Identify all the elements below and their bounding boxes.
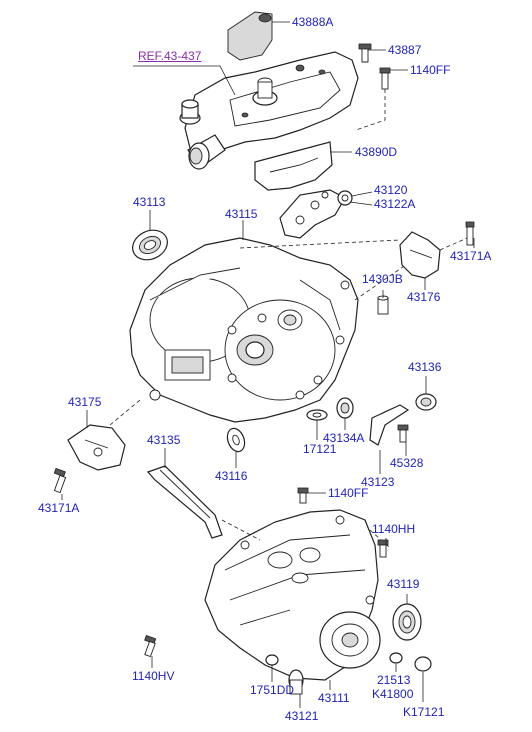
part-label-1751DD[interactable]: 1751DD xyxy=(250,683,295,697)
part-label-43120[interactable]: 43120 xyxy=(374,183,408,197)
part-label-43135[interactable]: 43135 xyxy=(147,433,181,447)
part-label-45328[interactable]: 45328 xyxy=(390,456,424,470)
part-label-43171A[interactable]: 43171A xyxy=(450,249,492,263)
shift-cover-assembly xyxy=(179,11,391,191)
leader-lines xyxy=(61,21,475,708)
part-label-43890D[interactable]: 43890D xyxy=(355,145,398,159)
left-bracket-43175 xyxy=(53,399,141,494)
bottom-small-parts xyxy=(144,487,432,695)
part-label-17121[interactable]: 17121 xyxy=(303,442,337,456)
shift-lever-bracket xyxy=(279,189,353,239)
right-side-small-parts xyxy=(377,221,475,315)
middle-small-parts xyxy=(226,393,437,453)
guide-rail-43135 xyxy=(146,465,223,539)
part-label-43887[interactable]: 43887 xyxy=(388,43,422,57)
part-label-43123[interactable]: 43123 xyxy=(361,475,395,489)
ref-link[interactable]: REF.43-437 xyxy=(138,49,202,63)
part-label-43115[interactable]: 43115 xyxy=(225,207,258,221)
part-label-1140FF[interactable]: 1140FF xyxy=(410,63,451,77)
part-label-1140FF-lower[interactable]: 1140FF xyxy=(328,486,369,500)
part-label-1140HH[interactable]: 1140HH xyxy=(372,522,416,536)
part-label-21513[interactable]: 21513 xyxy=(377,673,411,687)
part-label-43116[interactable]: 43116 xyxy=(215,469,248,483)
oil-seal-43113 xyxy=(132,229,168,261)
part-label-43176[interactable]: 43176 xyxy=(407,290,441,304)
part-label-1140HV[interactable]: 1140HV xyxy=(132,669,175,683)
part-label-43888A[interactable]: 43888A xyxy=(292,15,334,29)
part-label-43119[interactable]: 43119 xyxy=(387,577,420,591)
part-label-43171A-lower[interactable]: 43171A xyxy=(38,501,80,515)
part-label-43134A[interactable]: 43134A xyxy=(323,431,365,445)
part-label-43121[interactable]: 43121 xyxy=(285,709,319,723)
part-label-43136[interactable]: 43136 xyxy=(408,360,442,374)
part-label-1430JB[interactable]: 1430JB xyxy=(362,272,403,286)
clutch-housing-43115 xyxy=(129,237,411,423)
part-label-K41800[interactable]: K41800 xyxy=(372,687,414,701)
part-label-43113[interactable]: 43113 xyxy=(133,195,166,209)
transmission-case-43111 xyxy=(204,509,391,681)
part-label-43111[interactable]: 43111 xyxy=(318,691,350,705)
part-label-43175[interactable]: 43175 xyxy=(68,395,102,409)
part-label-K17121[interactable]: K17121 xyxy=(403,705,445,719)
part-label-43122A[interactable]: 43122A xyxy=(374,197,416,211)
